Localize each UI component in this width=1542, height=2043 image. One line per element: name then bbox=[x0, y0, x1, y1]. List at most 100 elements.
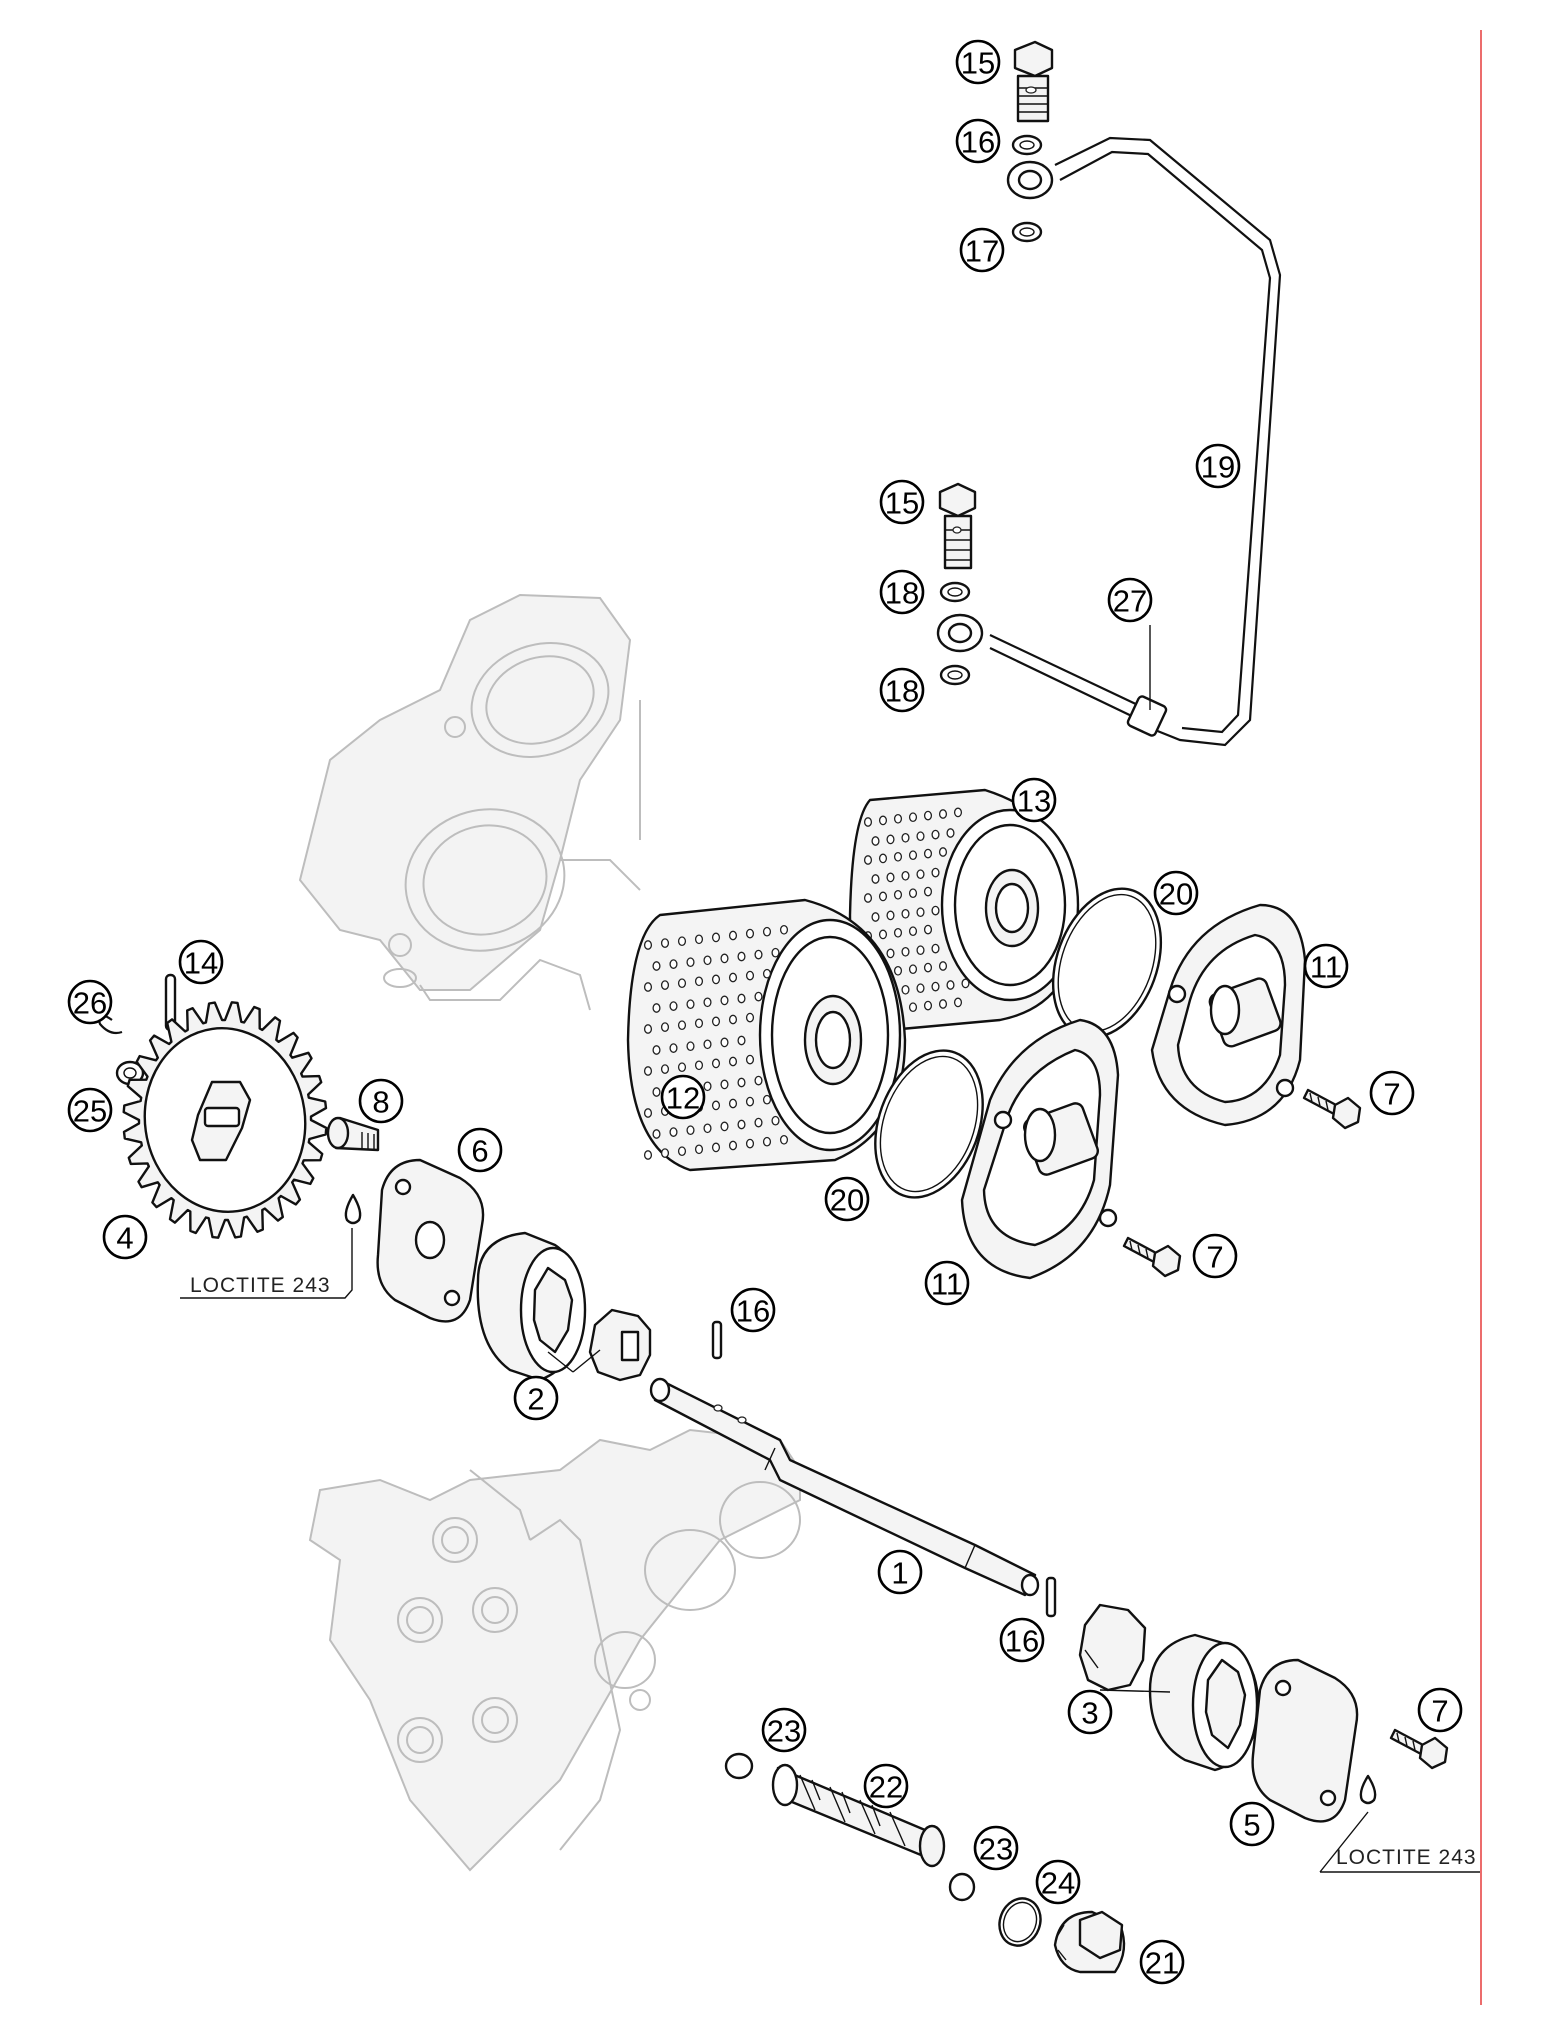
svg-text:18: 18 bbox=[885, 576, 919, 611]
filter-perforation bbox=[779, 924, 789, 935]
filter-perforation bbox=[720, 1079, 729, 1090]
filter-perforation bbox=[916, 869, 925, 880]
filter-perforation bbox=[938, 961, 948, 971]
filter-perforation bbox=[901, 870, 910, 881]
filter-perforation bbox=[938, 999, 948, 1009]
filter-perforation bbox=[863, 855, 873, 865]
filter-perforation bbox=[762, 1136, 772, 1147]
loctite-leader-left bbox=[180, 1228, 353, 1299]
callout-11b: 11 bbox=[924, 1260, 970, 1306]
callout-7c: 7 bbox=[1417, 1687, 1463, 1733]
svg-text:11: 11 bbox=[1310, 950, 1342, 985]
filter-perforation bbox=[754, 1075, 763, 1086]
callout-7a: 7 bbox=[1369, 1070, 1415, 1116]
filter-perforation bbox=[901, 984, 910, 995]
filter-perforation bbox=[745, 1138, 755, 1149]
filter-perforation bbox=[728, 930, 738, 941]
filter-perforation bbox=[677, 1146, 687, 1157]
filter-perforation bbox=[711, 974, 721, 985]
oil-filter-12 bbox=[626, 898, 907, 1172]
washer-18-fourth-inner bbox=[947, 670, 963, 680]
filter-perforation bbox=[931, 981, 940, 992]
filter-perforation bbox=[643, 1024, 653, 1034]
filter-perforation bbox=[652, 1087, 661, 1097]
oil-filter-13 bbox=[848, 788, 1080, 1032]
filter-perforation bbox=[737, 951, 746, 962]
o-ring-23-left bbox=[724, 1752, 754, 1780]
svg-text:4: 4 bbox=[116, 1221, 133, 1256]
filter-perforation bbox=[737, 1077, 746, 1088]
filter-perforation bbox=[745, 1096, 755, 1107]
filter-perforation bbox=[771, 947, 780, 958]
callout-6: 6 bbox=[457, 1127, 503, 1173]
filter-perforation bbox=[652, 961, 661, 971]
filter-perforation bbox=[863, 893, 873, 903]
filter-perforation bbox=[923, 962, 933, 973]
filter-perforation bbox=[711, 1058, 721, 1069]
filter-perforation bbox=[652, 1003, 661, 1013]
filter-perforation bbox=[908, 850, 918, 861]
filter-perforation bbox=[916, 945, 925, 956]
callout-14: 14 bbox=[178, 939, 224, 985]
o-ring-23-right bbox=[948, 1872, 976, 1902]
filter-perforation bbox=[901, 832, 910, 843]
filter-perforation bbox=[677, 1020, 687, 1031]
filter-perforation bbox=[893, 965, 903, 976]
svg-text:20: 20 bbox=[830, 1183, 864, 1218]
engine-case-outline-upper bbox=[298, 593, 641, 1011]
o-ring-20-lower bbox=[874, 1049, 984, 1199]
filter-perforation bbox=[728, 1098, 738, 1109]
callout-13: 13 bbox=[1011, 777, 1057, 823]
callout-7b: 7 bbox=[1192, 1233, 1238, 1279]
callout-20b: 20 bbox=[824, 1176, 870, 1222]
filter-perforation bbox=[669, 1127, 678, 1137]
filter-perforation bbox=[762, 1094, 772, 1105]
pump-cover-5 bbox=[1251, 1658, 1359, 1823]
filter-perforation bbox=[893, 813, 903, 824]
filter-perforation bbox=[779, 1134, 789, 1145]
svg-text:1: 1 bbox=[891, 1556, 908, 1591]
callout-17: 15 bbox=[879, 479, 925, 525]
callout-2: 2 bbox=[513, 1375, 559, 1421]
filter-perforation bbox=[737, 993, 746, 1004]
filter-perforation bbox=[931, 943, 940, 954]
oil-screen-22 bbox=[771, 1763, 946, 1868]
svg-text:21: 21 bbox=[1145, 1946, 1179, 1981]
filter-perforation bbox=[871, 836, 880, 846]
filter-perforation bbox=[703, 1123, 712, 1134]
filter-perforation bbox=[728, 1014, 738, 1025]
filter-perforation bbox=[938, 847, 948, 857]
filter-perforation bbox=[703, 1081, 712, 1092]
svg-text:3: 3 bbox=[1081, 1696, 1098, 1731]
filter-perforation bbox=[711, 1016, 721, 1027]
filter-perforation bbox=[931, 867, 940, 878]
filter-perforation bbox=[863, 817, 873, 827]
loctite-drop-left bbox=[344, 1193, 362, 1225]
svg-text:15: 15 bbox=[885, 486, 919, 521]
filter-perforation bbox=[669, 1001, 678, 1011]
svg-text:20: 20 bbox=[1159, 877, 1193, 912]
filter-perforation bbox=[694, 1144, 704, 1155]
pump-shaft-1 bbox=[649, 1377, 1040, 1597]
callout-21: 21 bbox=[1139, 1939, 1185, 1985]
filter-perforation bbox=[652, 1045, 661, 1055]
washer-18-third bbox=[939, 581, 971, 603]
svg-text:6: 6 bbox=[471, 1134, 488, 1169]
filter-perforation bbox=[938, 809, 948, 819]
filter-perforation bbox=[946, 828, 955, 838]
filter-perforation bbox=[703, 997, 712, 1008]
filter-perforation bbox=[886, 872, 895, 883]
filter-perforation bbox=[711, 1100, 721, 1111]
filter-perforation bbox=[908, 888, 918, 899]
svg-text:18: 18 bbox=[885, 674, 919, 709]
svg-text:14: 14 bbox=[184, 946, 218, 981]
filter-perforation bbox=[871, 874, 880, 884]
washer-18-third-inner bbox=[947, 587, 963, 597]
callout-23b: 23 bbox=[973, 1825, 1019, 1871]
filter-perforation bbox=[878, 853, 888, 864]
filter-cover-11-upper bbox=[1150, 903, 1307, 1127]
callout-19: 19 bbox=[1195, 443, 1241, 489]
svg-text:15: 15 bbox=[961, 46, 995, 81]
filter-perforation bbox=[720, 995, 729, 1006]
svg-text:23: 23 bbox=[979, 1832, 1013, 1867]
